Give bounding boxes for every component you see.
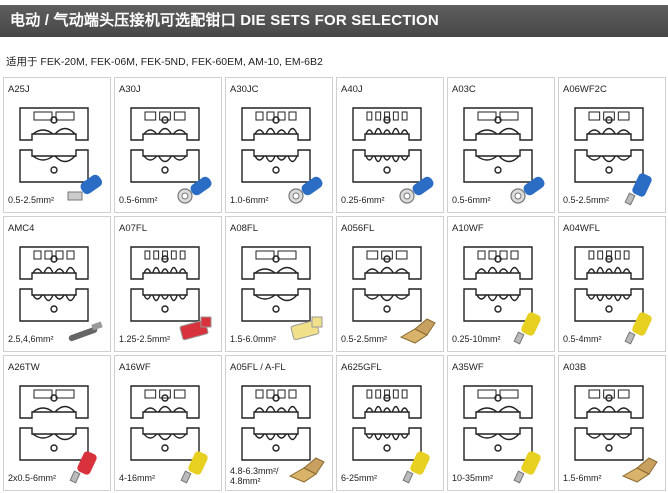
wire-range: 0.5-6mm²: [452, 195, 491, 205]
compatible-models: 适用于 FEK-20M, FEK-06M, FEK-5ND, FEK-60EM,…: [6, 56, 323, 68]
terminal-icon: [399, 318, 436, 344]
die-drawing-icon: [130, 107, 200, 183]
terminal-icon: [290, 316, 323, 341]
die-code: A30J: [119, 84, 141, 95]
die-code: A625GFL: [341, 362, 382, 373]
die-code: A30JC: [230, 84, 259, 95]
die-set-card: A40J 0.25-6mm²: [336, 77, 444, 213]
die-set-card: A056FL 0.5-2.5mm²: [336, 216, 444, 352]
terminal-icon: [179, 316, 212, 341]
die-drawing-icon: [352, 385, 422, 461]
wire-range: 1.25-2.5mm²: [119, 334, 171, 344]
wire-range: 1.5-6.0mm²: [230, 334, 277, 344]
die-set-card: A30JC 1.0-6mm²: [225, 77, 333, 213]
wire-range: 2.5,4,6mm²: [8, 334, 54, 344]
die-code: A10WF: [452, 223, 484, 234]
terminal-icon: [513, 312, 541, 345]
die-drawing-icon: [574, 385, 644, 461]
die-code: A25J: [8, 84, 30, 95]
wire-range: 4-16mm²: [119, 473, 156, 483]
die-drawing-icon: [19, 107, 89, 183]
die-drawing-icon: [19, 385, 89, 461]
terminal-icon: [624, 312, 652, 345]
die-set-card: A25J 0.5-2.5mm²: [3, 77, 111, 213]
wire-range: 0.5-2.5mm²: [341, 334, 388, 344]
page-title: 电动 / 气动端头压接机可选配钳口 DIE SETS FOR SELECTION: [0, 5, 668, 37]
die-drawing-icon: [130, 246, 200, 322]
die-set-card: A05FL / A-FL 4.8-6.3mm²/4.8mm²: [225, 355, 333, 491]
die-set-card: A06WF2C 0.5-2.5mm²: [558, 77, 666, 213]
terminal-icon: [399, 176, 434, 204]
wire-range: 2x0.5-6mm²: [8, 473, 57, 483]
die-code: A04WFL: [563, 223, 600, 234]
die-code: A16WF: [119, 362, 151, 373]
wire-range: 0.5-6mm²: [119, 195, 158, 205]
wire-range: 1.5-6mm²: [563, 473, 602, 483]
die-code: A26TW: [8, 362, 40, 373]
die-drawing-icon: [241, 107, 311, 183]
die-code: A40J: [341, 84, 363, 95]
die-set-card: A30J 0.5-6mm²: [114, 77, 222, 213]
die-code: A05FL / A-FL: [230, 362, 286, 373]
die-set-card: A03C 0.5-6mm²: [447, 77, 555, 213]
die-drawing-icon: [463, 385, 533, 461]
die-drawing-icon: [352, 246, 422, 322]
terminal-icon: [67, 174, 103, 201]
die-drawing-icon: [463, 107, 533, 183]
terminal-icon: [180, 451, 208, 484]
die-set-card: A625GFL 6-25mm²: [336, 355, 444, 491]
die-code: A06WF2C: [563, 84, 607, 95]
wire-range: 1.0-6mm²: [230, 195, 269, 205]
terminal-icon: [68, 321, 103, 342]
terminal-icon: [402, 451, 430, 484]
terminal-icon: [177, 176, 212, 204]
die-code: A07FL: [119, 223, 147, 234]
die-set-card: A10WF 0.25-10mm²: [447, 216, 555, 352]
die-drawing-icon: [352, 107, 422, 183]
terminal-icon: [69, 451, 97, 484]
die-code: AMC4: [8, 223, 35, 234]
wire-range: 4.8-6.3mm²/4.8mm²: [230, 466, 279, 486]
die-code: A03C: [452, 84, 476, 95]
die-drawing-icon: [574, 107, 644, 183]
die-set-card: A04WFL 0.5-4mm²: [558, 216, 666, 352]
die-set-card: A07FL 1.25-2.5mm²: [114, 216, 222, 352]
wire-range: 0.5-2.5mm²: [563, 195, 610, 205]
die-set-card: A26TW 2x0.5-6mm²: [3, 355, 111, 491]
terminal-icon: [621, 457, 658, 483]
terminal-icon: [288, 176, 323, 204]
die-drawing-icon: [241, 385, 311, 461]
wire-range: 0.25-10mm²: [452, 334, 501, 344]
wire-range: 6-25mm²: [341, 473, 378, 483]
wire-range: 10-35mm²: [452, 473, 494, 483]
die-set-card: A35WF 10-35mm²: [447, 355, 555, 491]
die-set-card: A08FL 1.5-6.0mm²: [225, 216, 333, 352]
wire-range: 0.5-2.5mm²: [8, 195, 55, 205]
wire-range: 0.5-4mm²: [563, 334, 602, 344]
terminal-icon: [624, 173, 652, 206]
die-code: A35WF: [452, 362, 484, 373]
die-drawing-icon: [19, 246, 89, 322]
die-drawing-icon: [574, 246, 644, 322]
die-code: A03B: [563, 362, 587, 373]
terminal-icon: [510, 176, 545, 204]
die-drawing-icon: [241, 246, 311, 322]
die-code: A056FL: [341, 223, 375, 234]
die-set-card: AMC4 2.5,4,6mm²: [3, 216, 111, 352]
die-set-card: A03B 1.5-6mm²: [558, 355, 666, 491]
die-drawing-icon: [463, 246, 533, 322]
terminal-icon: [288, 457, 325, 483]
die-set-card: A16WF 4-16mm²: [114, 355, 222, 491]
die-drawing-icon: [130, 385, 200, 461]
die-code: A08FL: [230, 223, 258, 234]
wire-range: 0.25-6mm²: [341, 195, 385, 205]
terminal-icon: [513, 451, 541, 484]
